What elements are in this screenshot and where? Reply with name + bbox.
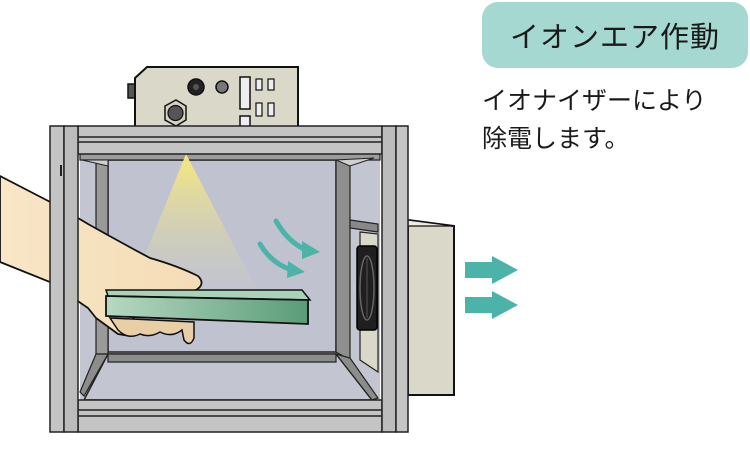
circuit-board [104, 289, 312, 325]
frame [49, 125, 409, 433]
ion-beam [130, 154, 258, 292]
description-line: イオナイザーにより [482, 86, 707, 115]
exhaust-arrow-icon [465, 291, 518, 319]
arrow-head-icon [287, 261, 305, 278]
indicator-lamp-icon [215, 80, 229, 94]
exhaust-arrows [465, 256, 518, 319]
exhaust-duct [407, 218, 455, 396]
control-box [127, 66, 299, 129]
ion-air-status-badge: イオンエア作動 [482, 2, 748, 68]
badge-label: イオンエア作動 [509, 20, 720, 54]
gland-icon [167, 104, 184, 122]
exhaust-arrow-icon [465, 256, 518, 284]
description-line: 除電します。 [482, 124, 630, 153]
arrow-head-icon [302, 241, 320, 259]
description-text: イオナイザーにより 除電します。 [482, 82, 750, 158]
